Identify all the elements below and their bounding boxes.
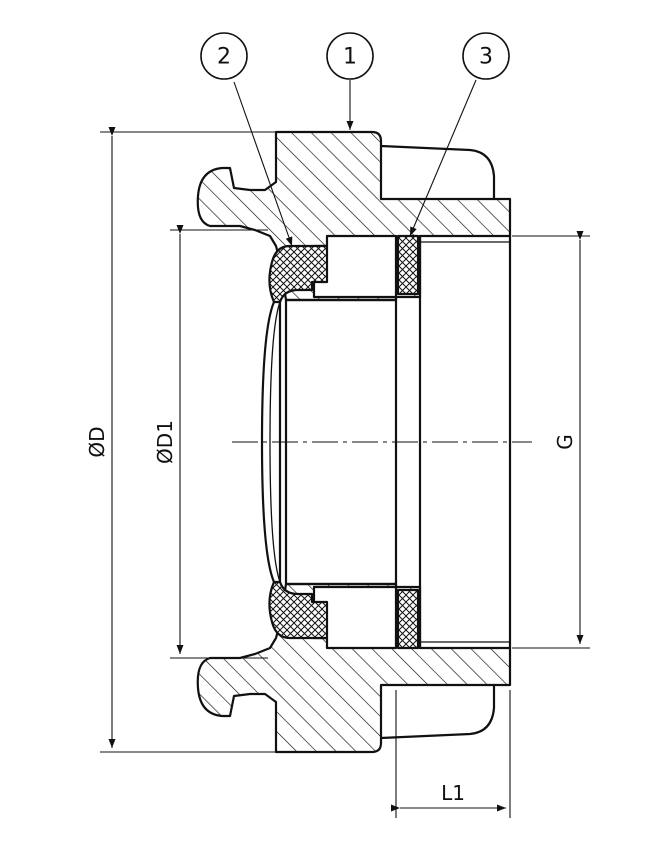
balloon-2-label: 2	[217, 45, 231, 70]
lip-seal-section-upper	[268, 244, 329, 304]
gasket-section-lower	[396, 588, 420, 650]
lip-seal	[260, 244, 329, 640]
balloon-1-label: 1	[343, 45, 357, 70]
dimension-L1: L1	[391, 690, 511, 818]
lip-seal-inner-lip	[260, 300, 276, 584]
dim-D1-label: ØD1	[153, 420, 177, 464]
balloon-3-label: 3	[479, 45, 493, 70]
lip-seal-section-lower	[268, 580, 329, 640]
body-section-lower	[196, 582, 512, 754]
flat-gasket	[396, 234, 420, 650]
hub-outline-upper	[379, 144, 496, 201]
gasket-section-upper	[396, 234, 420, 296]
balloon-2: 2	[200, 32, 293, 247]
dim-L1-label: L1	[441, 781, 465, 805]
lip-seal-inner-lip-2	[269, 301, 281, 583]
dimension-D1: ØD1	[153, 225, 268, 659]
balloon-1: 1	[326, 32, 374, 130]
body-section-upper	[196, 130, 512, 302]
dimension-D: ØD	[85, 127, 276, 753]
dim-G-label: G	[553, 434, 577, 450]
balloon-3: 3	[409, 32, 510, 237]
dim-D-label: ØD	[85, 426, 109, 457]
hub-outline-lower	[379, 683, 496, 740]
dimension-G: G	[512, 231, 590, 649]
